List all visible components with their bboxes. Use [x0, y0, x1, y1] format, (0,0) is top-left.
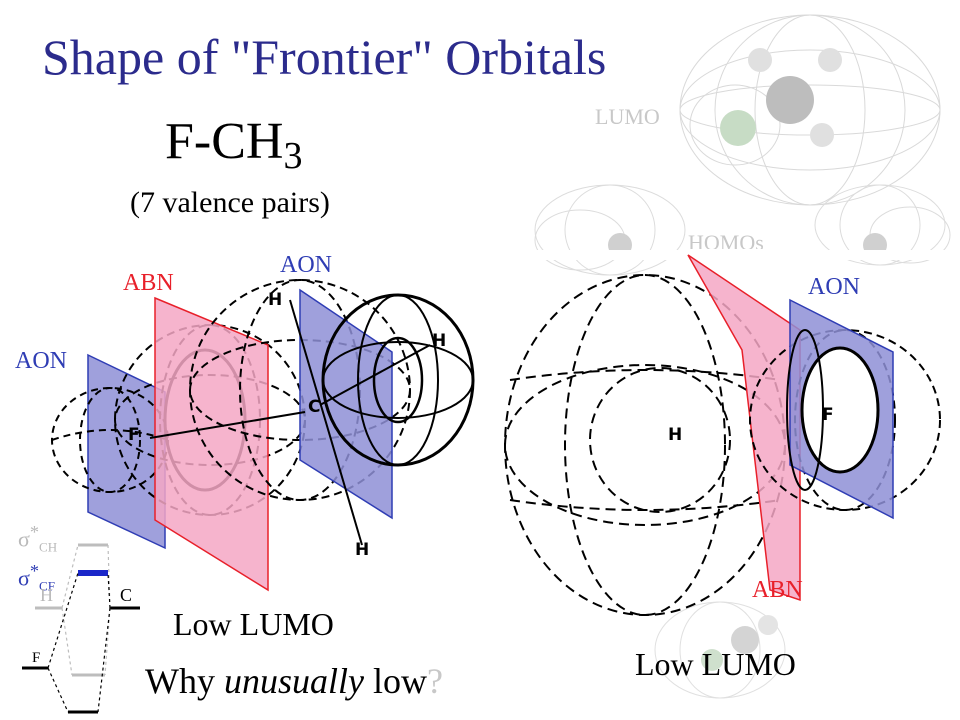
right-abn-label: ABN	[752, 577, 803, 603]
why-prefix: Why	[145, 661, 224, 701]
sigma-ch-subscript: CH	[39, 539, 58, 555]
background-mask	[520, 250, 960, 260]
mo-correlation-lines	[47, 544, 111, 713]
molecule-prefix: F-CH	[165, 113, 284, 170]
left-abn-label: ABN	[123, 270, 174, 296]
bond-lines	[149, 299, 431, 546]
abn-left-plane	[154, 296, 269, 592]
sigma-cf-star: *	[29, 561, 40, 581]
why-question: Why unusually low?	[145, 660, 443, 702]
why-emphasis: unusually	[223, 661, 364, 701]
aon-top-plane	[299, 288, 393, 520]
atom-label-f: F	[128, 425, 140, 445]
slide-title: Shape of "Frontier" Orbitals	[42, 29, 607, 85]
fluorine-inner-lobe	[786, 329, 880, 491]
right-low-lumo-caption: Low LUMO	[635, 646, 796, 682]
why-question-mark: ?	[426, 661, 443, 701]
atom-label-h-top: H	[268, 290, 282, 310]
mo-levels	[22, 543, 140, 714]
sigma-cf-subscript: CF	[39, 578, 55, 594]
bottom-ball-and-stick	[654, 601, 786, 699]
homo-wireframes	[534, 184, 951, 276]
valence-pairs-subtitle: (7 valence pairs)	[130, 186, 330, 219]
sigma-ch-symbol: σ	[18, 526, 30, 552]
mo-c-label: C	[120, 585, 133, 605]
homo-background-label: HOMOs	[688, 230, 764, 249]
sigma-ch-star-label: σ*CH	[18, 522, 57, 556]
atom-label-c: C	[308, 397, 320, 417]
hydrogen-lobe	[321, 293, 475, 467]
mo-h-label: H	[40, 585, 53, 605]
left-aon-left-label: AON	[15, 348, 67, 374]
ball-and-stick-model	[720, 48, 842, 147]
molecule-subscript: 3	[283, 135, 303, 177]
left-aon-top-label: AON	[280, 252, 332, 278]
why-suffix: low	[363, 661, 427, 701]
sigma-ch-star: *	[29, 522, 40, 542]
molecule-formula: F-CH3	[165, 112, 302, 178]
atom-label-h-right-diagram: H	[668, 425, 682, 445]
mo-f-label: F	[32, 650, 41, 666]
sigma-cf-symbol: σ	[18, 565, 30, 591]
atom-label-h-right: H	[432, 331, 446, 351]
atom-label-f-right-diagram: F	[822, 405, 834, 425]
aon-left-plane	[87, 353, 166, 550]
lumo-background-label: LUMO	[595, 104, 660, 129]
lumo-wireframe	[679, 14, 941, 206]
right-aon-label: AON	[808, 274, 860, 300]
abn-right-plane	[687, 254, 801, 602]
left-low-lumo-caption: Low LUMO	[173, 606, 334, 642]
atom-label-h-bottom: H	[355, 540, 369, 560]
sigma-cf-star-label: σ*CF	[18, 561, 55, 595]
